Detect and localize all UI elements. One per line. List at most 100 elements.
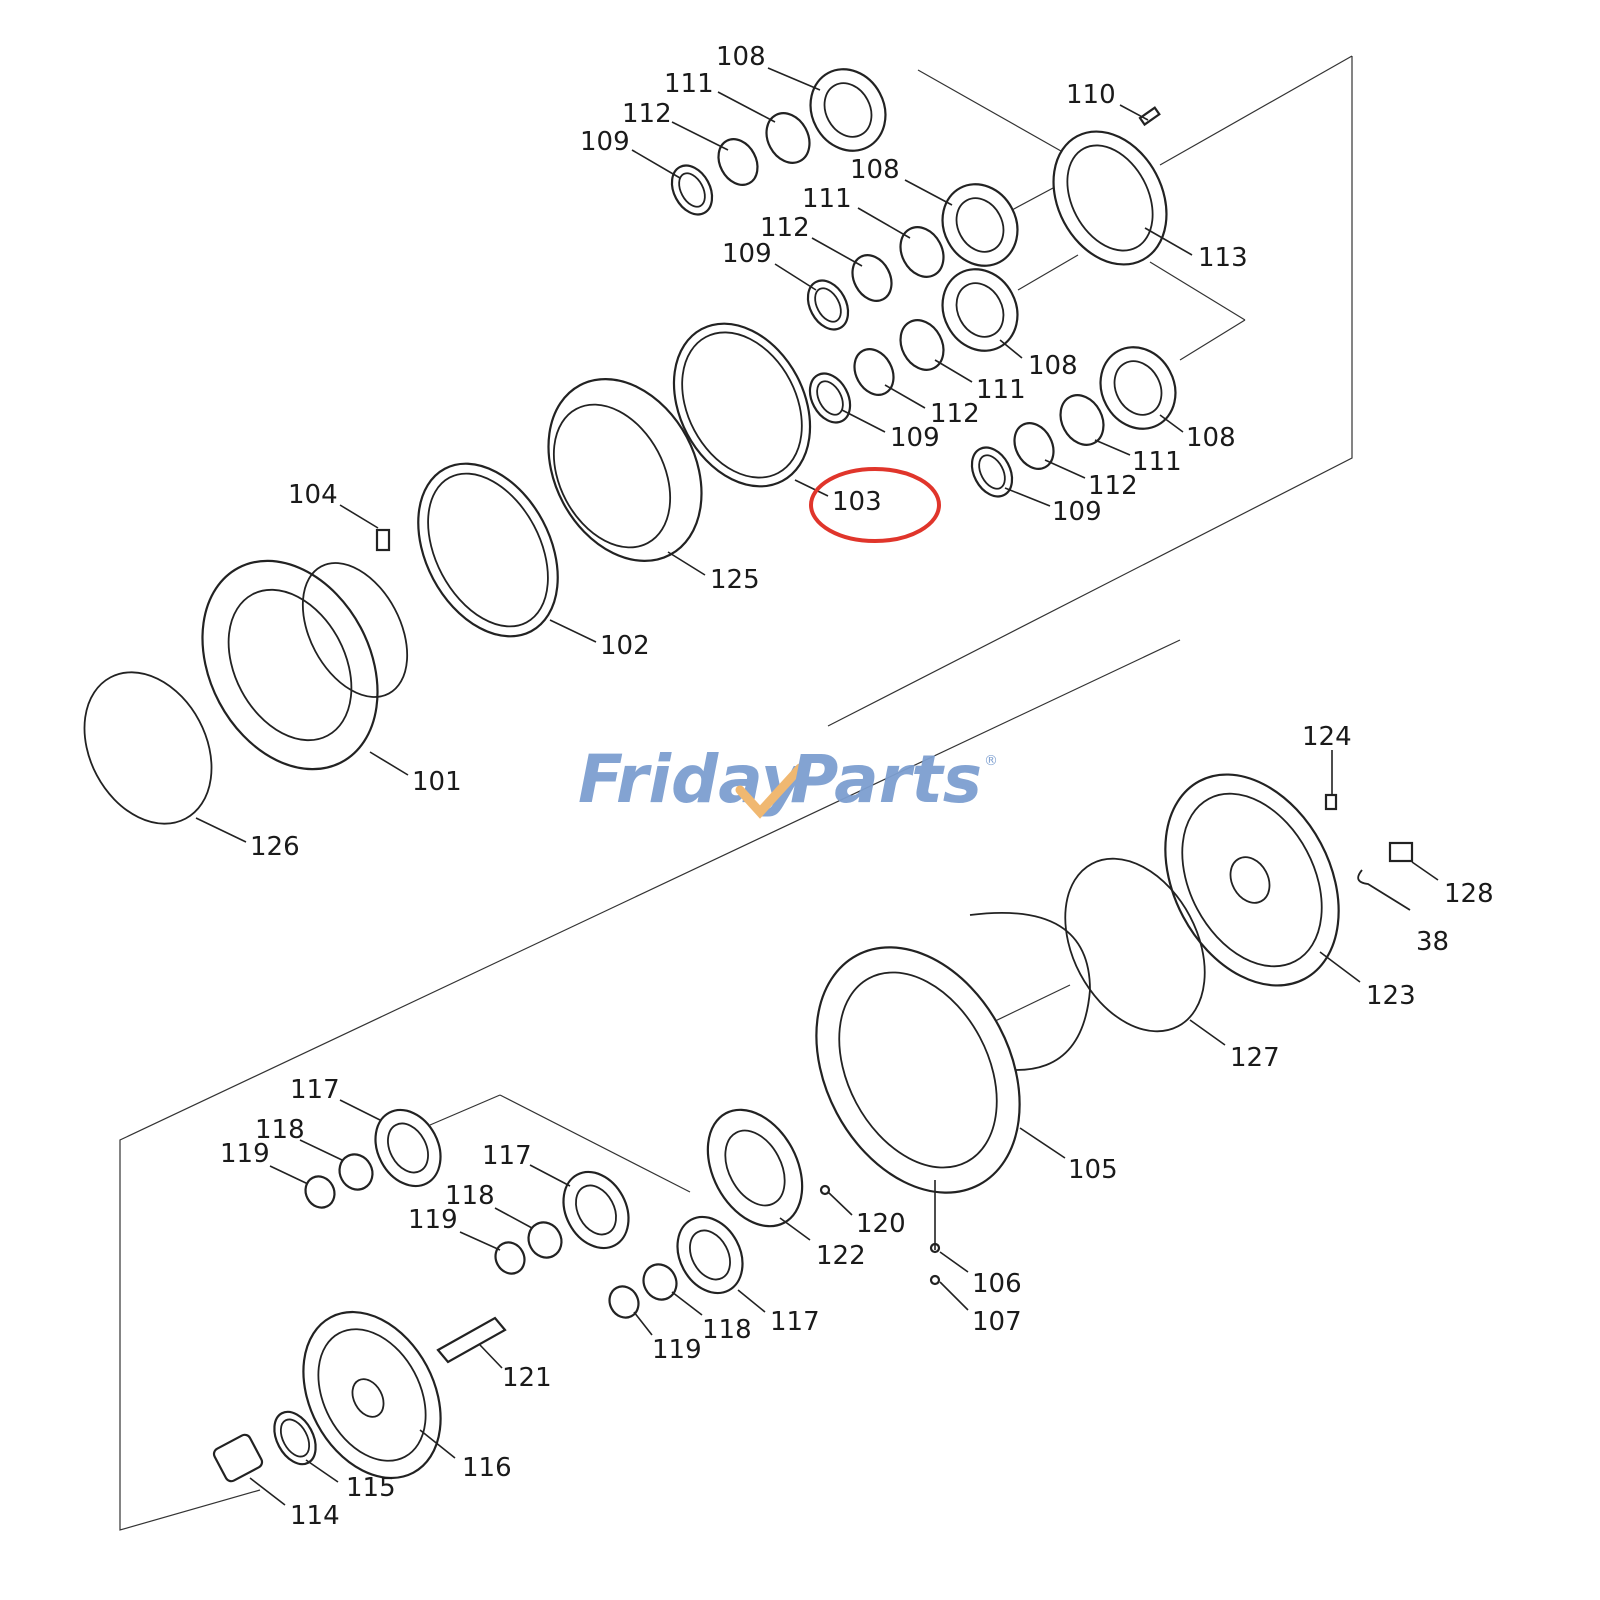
carrier-116-rim	[317, 1328, 427, 1462]
leader-118c	[671, 1291, 703, 1316]
leader-110	[1119, 104, 1149, 121]
label-119-c: 119	[652, 1335, 702, 1365]
label-113: 113	[1198, 243, 1248, 273]
label-117-b: 117	[482, 1141, 532, 1171]
leader-115	[305, 1459, 339, 1483]
label-111-c: 111	[976, 375, 1026, 405]
planet-gear-117-a	[374, 1108, 442, 1188]
leader-112a	[671, 121, 729, 151]
label-118-c: 118	[702, 1315, 752, 1345]
thrust-washer-109-b	[806, 279, 850, 331]
label-112-a: 112	[622, 99, 672, 129]
leader-105	[1019, 1127, 1066, 1159]
label-121: 121	[502, 1363, 552, 1393]
hub-101-bore	[227, 588, 353, 742]
label-123: 123	[1366, 981, 1416, 1011]
planet-gear-108-a	[809, 68, 887, 152]
label-108-a: 108	[716, 42, 766, 72]
label-117-a: 117	[290, 1075, 340, 1105]
thrust-plate-122-hole	[724, 1129, 786, 1207]
bearing-112-a	[717, 138, 759, 186]
cover-123-rim	[1181, 792, 1323, 968]
hub-101-flange	[201, 559, 379, 771]
bearing-118-b	[527, 1221, 563, 1259]
label-115: 115	[346, 1473, 396, 1503]
label-118-a: 118	[255, 1115, 305, 1145]
leader-119c	[633, 1311, 653, 1336]
label-114: 114	[290, 1501, 340, 1531]
frame-line-upper-right	[827, 56, 1353, 727]
label-125: 125	[710, 565, 760, 595]
planet-gear-108-b-bore	[955, 197, 1005, 253]
planet-gear-117-a-bore	[387, 1122, 429, 1174]
label-103: 103	[832, 487, 882, 517]
lower-planet-sets	[304, 1108, 744, 1319]
thrust-washer-109-d-hole	[978, 454, 1006, 490]
label-106: 106	[972, 1269, 1022, 1299]
leader-106	[939, 1251, 969, 1273]
frame-line-lower-gear-b	[429, 1094, 501, 1126]
label-111-b: 111	[802, 184, 852, 214]
frame-line-gear-d	[1017, 254, 1079, 291]
label-108-c: 108	[1028, 351, 1078, 381]
label-108-b: 108	[850, 155, 900, 185]
bolt-107	[929, 1274, 941, 1286]
thrust-washer-109-b-hole	[814, 287, 842, 323]
label-112-b: 112	[760, 213, 810, 243]
carrier-plate-113	[1052, 106, 1168, 266]
label-124: 124	[1302, 722, 1352, 752]
frame-line-gear-a	[917, 69, 1069, 156]
bearing-125-inner	[552, 403, 672, 549]
leader-117c	[737, 1289, 766, 1313]
label-112-c: 112	[930, 399, 980, 429]
o-ring-127	[1064, 857, 1206, 1033]
leader-118a	[299, 1139, 343, 1161]
leader-119a	[269, 1165, 309, 1185]
frame-line-gear-b	[1149, 261, 1246, 321]
leader-112c	[884, 384, 926, 409]
thrust-plate-assembly	[706, 1108, 831, 1228]
leader-120	[827, 1191, 853, 1216]
planet-gear-117-b	[562, 1170, 630, 1250]
pin-120	[819, 1184, 831, 1196]
label-101: 101	[412, 767, 462, 797]
leader-108a	[767, 67, 821, 91]
leader-113	[1144, 227, 1193, 256]
leader-109b	[774, 263, 817, 291]
leader-109d	[1004, 487, 1051, 507]
leader-117a	[339, 1099, 381, 1121]
ring-103-inner	[681, 331, 803, 479]
planet-gear-108-c-bore	[955, 282, 1005, 338]
pin-38	[1357, 869, 1411, 911]
frame-line-gear-c	[1179, 319, 1246, 361]
watermark-swoosh-icon	[735, 763, 805, 819]
label-122: 122	[816, 1241, 866, 1271]
housing-105-bore	[838, 971, 998, 1169]
bolt-124	[1324, 793, 1338, 811]
label-112-d: 112	[1088, 471, 1138, 501]
planet-gear-108-a-bore	[823, 82, 873, 138]
leader-111d	[1094, 439, 1131, 456]
bolt-110	[1138, 106, 1161, 127]
leader-108c	[999, 339, 1023, 359]
highlight-circle-103	[809, 467, 941, 543]
leader-128	[1411, 861, 1439, 881]
watermark-logo: Friday Parts ®	[578, 741, 998, 819]
thrust-washer-109-a-hole	[678, 172, 706, 208]
hub-101-body	[301, 562, 409, 698]
leader-102	[549, 619, 597, 643]
planet-gear-set-c	[808, 268, 1019, 424]
leader-103	[794, 479, 829, 497]
planet-gear-108-d-bore	[1113, 360, 1163, 416]
label-116: 116	[462, 1453, 512, 1483]
leader-109c	[841, 409, 886, 433]
hub-assembly	[83, 528, 409, 825]
watermark-registered-mark: ®	[984, 753, 998, 769]
housing-105-flange	[815, 946, 1021, 1194]
leader-111b	[857, 207, 911, 239]
bearing-112-c	[853, 348, 895, 396]
label-126: 126	[250, 832, 300, 862]
bearing-125-outer	[547, 377, 703, 563]
bearing-111-a	[765, 112, 811, 164]
thrust-washer-109-c-hole	[816, 380, 844, 416]
